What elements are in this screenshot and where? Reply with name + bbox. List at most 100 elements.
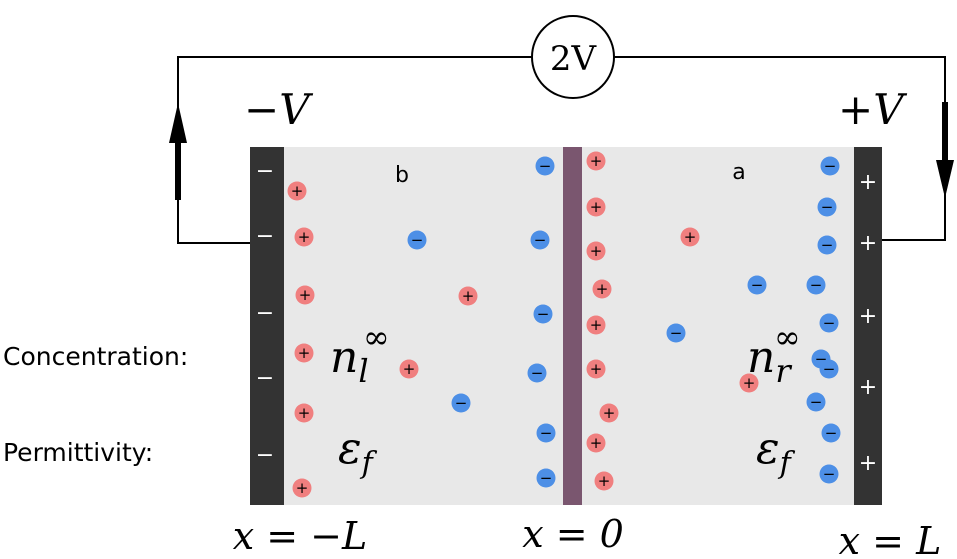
cation: + [680,227,700,247]
svg-text:+: + [296,479,309,497]
svg-text:−: − [751,276,764,294]
anion: − [806,275,826,295]
cation: + [399,359,419,379]
concentration-row-label: Concentration: [3,342,188,371]
cation: + [294,343,314,363]
permittivity-left-base: ε [338,423,362,474]
anion: − [407,230,427,250]
anion: − [451,393,471,413]
svg-text:−: − [411,231,424,249]
electrode-left-potential: −V [244,85,313,134]
concentration-left: nl∞ [330,318,390,390]
anion: − [817,197,837,217]
svg-text:+: + [590,198,603,216]
voltage-source-label: 2V [550,39,598,79]
svg-text:+: + [590,360,603,378]
svg-text:−: − [540,469,553,487]
svg-text:−: − [825,424,838,442]
anion: − [819,313,839,333]
svg-text:+: + [590,242,603,260]
svg-text:−: − [823,465,836,483]
electrode-right [854,147,882,505]
electrode-negative-sign: − [256,301,274,326]
permittivity-row-label: Permittivity: [3,438,153,467]
electrode-negative-sign: − [256,159,274,184]
concentration-left-sup: ∞ [363,318,390,356]
svg-text:+: + [590,152,603,170]
cation: + [287,181,307,201]
cation: + [586,197,606,217]
svg-text:−: − [823,360,836,378]
anion: − [535,156,555,176]
svg-text:−: − [670,324,683,342]
cation: + [295,285,315,305]
current-arrow-right [936,102,954,198]
ions: +++++++++++++++++++−−−−−−−−−−−−−−−−−−−− [287,151,841,498]
anion: − [821,423,841,443]
position-center-label: x = 0 [522,512,624,556]
position-right-label: x = L [839,519,942,559]
voltage-source: 2V [531,15,615,99]
cation: + [458,286,478,306]
svg-text:−: − [824,157,837,175]
electrode-right-potential: +V [838,85,907,134]
svg-text:+: + [590,434,603,452]
svg-text:+: + [291,182,304,200]
anion: − [747,275,767,295]
electrode-negative-sign: − [256,443,274,468]
cation: + [586,151,606,171]
electrode-positive-sign: + [859,304,877,329]
svg-text:+: + [298,344,311,362]
anion: − [666,323,686,343]
anion: − [819,359,839,379]
svg-text:+: + [684,228,697,246]
electrode-negative-sign: − [256,224,274,249]
cation: + [586,241,606,261]
anion: − [536,468,556,488]
svg-text:−: − [534,231,547,249]
concentration-right: nr∞ [747,318,801,390]
anion: − [820,156,840,176]
electrode-left-charges: − − − − − [256,159,274,468]
anion: − [819,464,839,484]
svg-text:−: − [823,314,836,332]
svg-text:−: − [455,394,468,412]
cation: + [294,403,314,423]
electrode-positive-sign: + [859,375,877,400]
membrane [563,147,582,505]
region-left-label: b [395,163,409,188]
concentration-right-sup: ∞ [774,318,801,356]
svg-text:−: − [540,424,553,442]
anion: − [806,392,826,412]
cation: + [586,315,606,335]
electrode-right-charges: +++++ [859,170,877,476]
svg-text:+: + [298,228,311,246]
position-left-label: x = −L [233,514,368,558]
svg-text:−: − [810,393,823,411]
anion: − [530,230,550,250]
cation: + [586,359,606,379]
anion: − [527,363,547,383]
svg-text:+: + [299,286,312,304]
concentration-right-sub: r [775,352,792,390]
anion: − [536,423,556,443]
cation: + [292,478,312,498]
cation: + [592,279,612,299]
svg-text:−: − [821,236,834,254]
cation: + [586,433,606,453]
anion: − [533,304,553,324]
cation: + [739,373,759,393]
svg-text:+: + [462,287,475,305]
cation: + [594,471,614,491]
cation: + [294,227,314,247]
current-arrow-left [169,103,187,200]
concentration-left-sub: l [358,352,368,390]
electrode-negative-sign: − [256,366,274,391]
svg-text:+: + [598,472,611,490]
region-right-label: a [732,160,745,185]
svg-text:+: + [590,316,603,334]
anion: − [817,235,837,255]
cation: + [599,403,619,423]
svg-text:+: + [403,360,416,378]
electrode-positive-sign: + [859,170,877,195]
